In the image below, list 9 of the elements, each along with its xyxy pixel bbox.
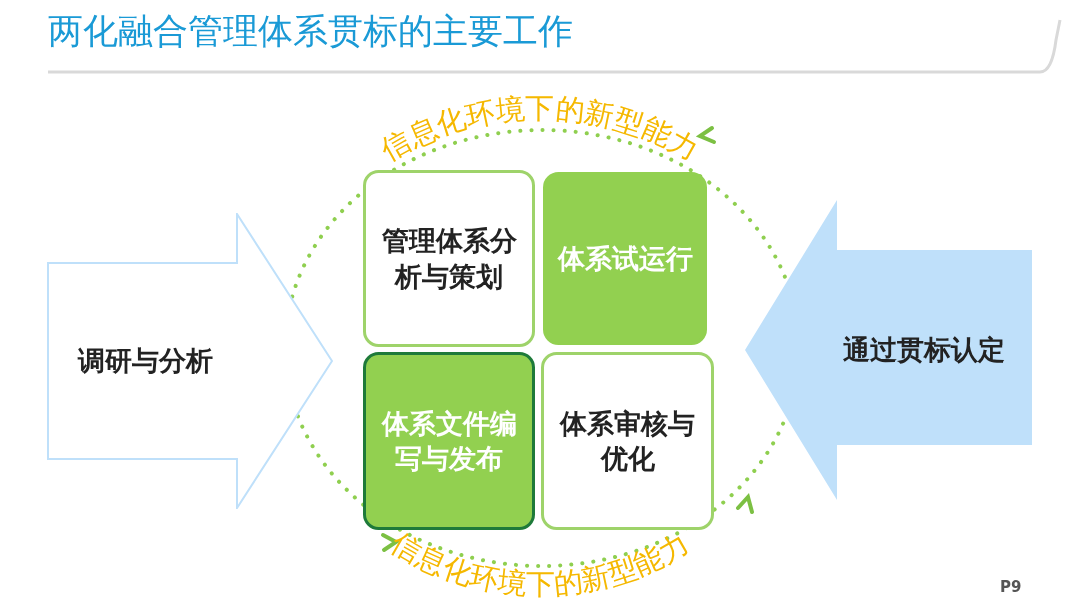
arc-caption: 信息化环境下的新型能力 [375, 90, 705, 168]
process-box: 体系文件编写与发布 [363, 352, 535, 530]
title: 两化融合管理体系贯标的主要工作 [48, 10, 573, 53]
page-number: P9 [1000, 578, 1022, 596]
process-box: 体系试运行 [543, 172, 707, 345]
block-arrow: 通过贯标认定 [745, 200, 1032, 500]
process-box: 管理体系分析与策划 [363, 170, 535, 347]
block-arrow: 调研与分析 [47, 213, 333, 509]
process-box: 体系审核与优化 [541, 352, 714, 530]
